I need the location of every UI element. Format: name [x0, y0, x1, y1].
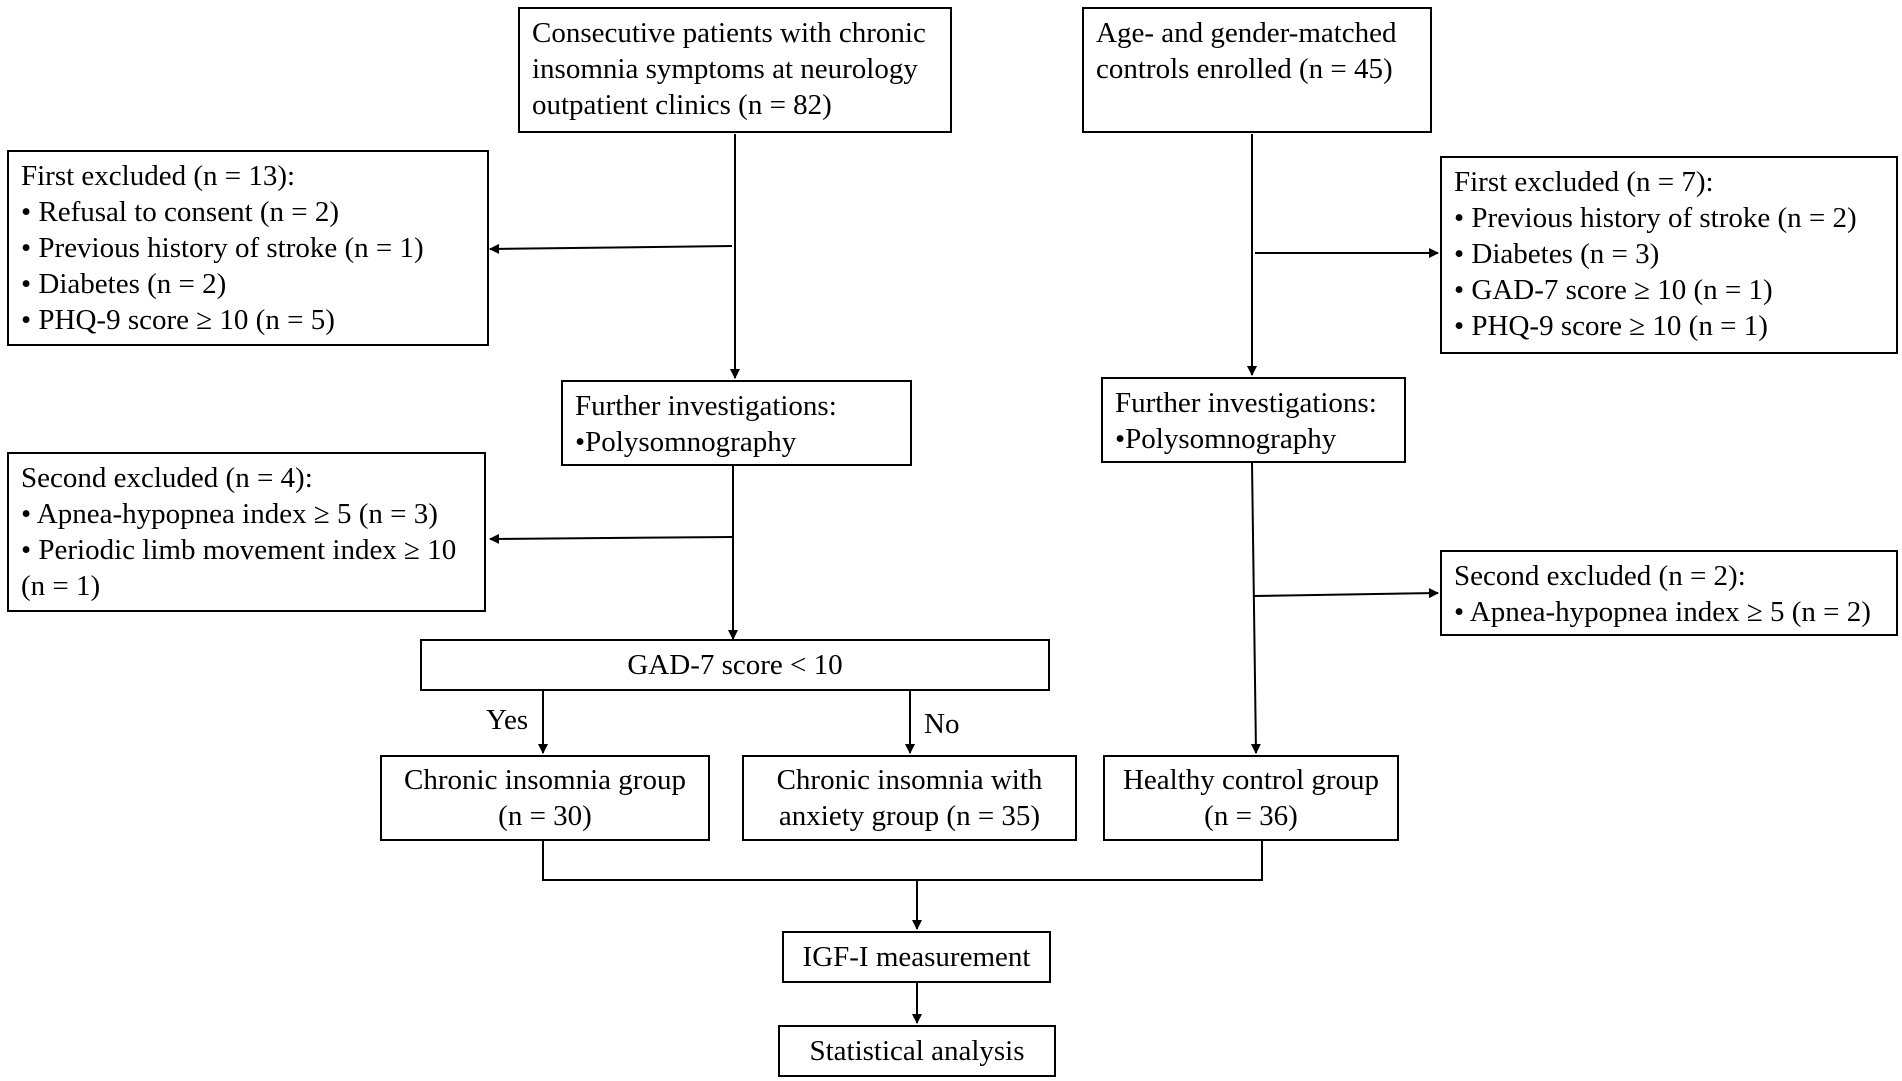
arrow-to-controls-second-excluded [1253, 588, 1439, 599]
box-line: GAD-7 score < 10 [627, 649, 843, 681]
igf-measurement-box: IGF-I measurement [782, 931, 1051, 983]
box-line: •Polysomnography [575, 426, 797, 458]
box-line: • Refusal to consent (n = 2) [21, 196, 340, 228]
patients-further-investigations-box: Further investigations: •Polysomnography [561, 380, 912, 466]
box-line: • PHQ-9 score ≥ 10 (n = 1) [1454, 310, 1768, 342]
controls-second-excluded-box: Second excluded (n = 2): • Apnea-hypopne… [1440, 550, 1898, 636]
box-line: Consecutive patients with chronic [532, 17, 926, 49]
box-line: IGF-I measurement [802, 941, 1031, 973]
box-line: • PHQ-9 score ≥ 10 (n = 5) [21, 304, 335, 336]
box-line: • GAD-7 score ≥ 10 (n = 1) [1454, 274, 1773, 306]
box-line: Further investigations: [1115, 387, 1377, 419]
gad-decision-box: GAD-7 score < 10 [420, 639, 1050, 691]
chronic-insomnia-anxiety-group-box: Chronic insomnia with anxiety group (n =… [742, 755, 1077, 841]
statistical-analysis-box: Statistical analysis [778, 1025, 1056, 1077]
box-line: • Previous history of stroke (n = 2) [1454, 202, 1857, 234]
no-branch-label: No [924, 708, 960, 740]
arrow-controls-further-to-group [1250, 462, 1261, 754]
box-line: anxiety group (n = 35) [778, 800, 1041, 832]
box-line: (n = 36) [1204, 800, 1298, 832]
box-line: • Periodic limb movement index ≥ 10 [21, 534, 457, 566]
controls-first-excluded-box: First excluded (n = 7): • Previous histo… [1440, 156, 1898, 354]
box-line: • Apnea-hypopnea index ≥ 5 (n = 3) [21, 498, 438, 530]
yes-branch-label: Yes [486, 704, 529, 736]
box-line: Healthy control group [1122, 764, 1380, 796]
box-line: First excluded (n = 13): [21, 160, 296, 192]
box-line: (n = 30) [498, 800, 592, 832]
box-line: • Diabetes (n = 3) [1454, 238, 1660, 270]
chronic-insomnia-group-box: Chronic insomnia group (n = 30) [380, 755, 710, 841]
box-line: • Diabetes (n = 2) [21, 268, 227, 300]
box-line: • Previous history of stroke (n = 1) [21, 232, 424, 264]
box-line: outpatient clinics (n = 82) [532, 89, 832, 121]
box-line: • Apnea-hypopnea index ≥ 5 (n = 2) [1454, 596, 1871, 628]
box-line: Chronic insomnia group [404, 764, 686, 796]
controls-further-investigations-box: Further investigations: •Polysomnography [1101, 377, 1406, 463]
arrow-to-patients-first-excluded [489, 243, 733, 254]
box-line: (n = 1) [21, 570, 101, 602]
box-line: Second excluded (n = 4): [21, 462, 313, 494]
box-line: Further investigations: [575, 390, 837, 422]
controls-enrollment-box: Age- and gender-matched controls enrolle… [1082, 7, 1432, 133]
patients-first-excluded-box: First excluded (n = 13): • Refusal to co… [7, 150, 489, 346]
box-line: Age- and gender-matched [1096, 17, 1397, 49]
box-line: First excluded (n = 7): [1454, 166, 1714, 198]
box-line: insomnia symptoms at neurology [532, 53, 918, 85]
box-line: controls enrolled (n = 45) [1096, 53, 1393, 85]
box-line: Second excluded (n = 2): [1454, 560, 1746, 592]
box-line: Statistical analysis [809, 1035, 1025, 1067]
healthy-control-group-box: Healthy control group (n = 36) [1103, 755, 1399, 841]
merge-bracket [542, 841, 1263, 881]
arrow-to-patients-second-excluded [489, 533, 734, 544]
box-line: •Polysomnography [1115, 423, 1337, 455]
patients-second-excluded-box: Second excluded (n = 4): • Apnea-hypopne… [7, 452, 486, 612]
patients-enrollment-box: Consecutive patients with chronic insomn… [518, 7, 952, 133]
box-line: Chronic insomnia with [776, 764, 1043, 796]
